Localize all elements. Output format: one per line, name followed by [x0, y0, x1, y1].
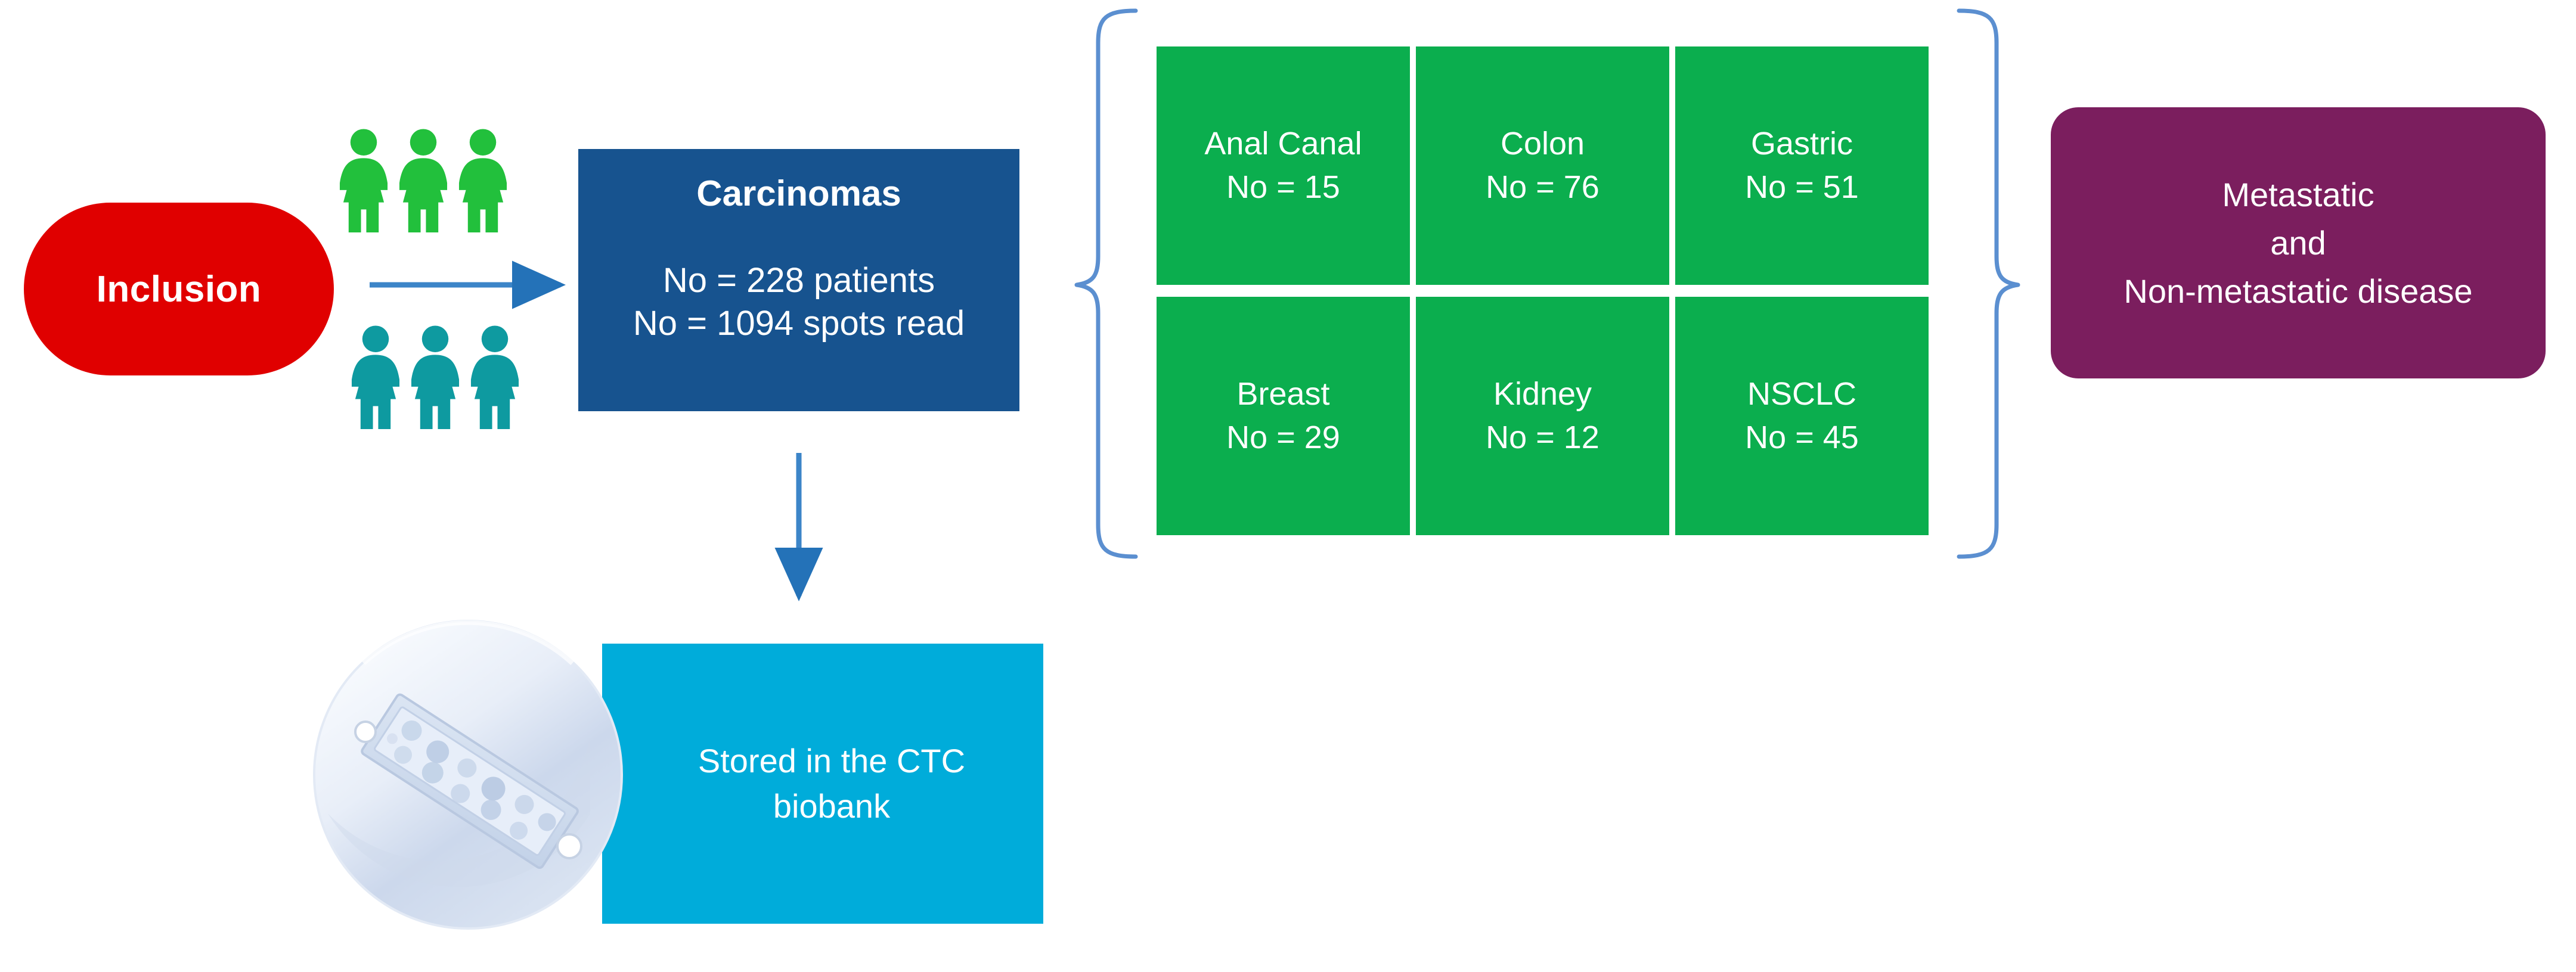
metastatic-line-2: and — [2270, 223, 2326, 262]
tumor-count: No = 12 — [1486, 420, 1599, 455]
people-group-teal — [349, 325, 522, 429]
person-icon — [470, 325, 519, 429]
carcinomas-node[interactable]: Carcinomas No = 228 patients No = 1094 s… — [578, 149, 1019, 411]
tumor-box-gastric[interactable]: Gastric No = 51 — [1675, 46, 1929, 285]
person-icon — [458, 129, 507, 232]
tumor-count: No = 51 — [1745, 169, 1859, 205]
tumor-count: No = 45 — [1745, 420, 1859, 455]
biobank-node[interactable]: Stored in the CTC biobank — [602, 644, 1043, 924]
person-icon — [339, 129, 388, 232]
tumor-box-anal-canal[interactable]: Anal Canal No = 15 — [1157, 46, 1410, 285]
tumor-name: Gastric — [1750, 126, 1853, 162]
biobank-line-1: Stored in the CTC — [698, 742, 966, 780]
tumor-name: NSCLC — [1747, 376, 1857, 412]
people-group-green — [337, 128, 510, 232]
tumor-count: No = 29 — [1226, 420, 1340, 455]
metastatic-line-1: Metastatic — [2222, 175, 2374, 213]
tumor-count: No = 15 — [1226, 169, 1340, 205]
person-icon — [351, 325, 400, 429]
filtration-disc-icon — [313, 620, 623, 930]
tumor-name: Anal Canal — [1204, 126, 1362, 162]
tumor-box-colon[interactable]: Colon No = 76 — [1416, 46, 1669, 285]
tumor-box-kidney[interactable]: Kidney No = 12 — [1416, 297, 1669, 535]
inclusion-label: Inclusion — [96, 268, 262, 310]
inclusion-node[interactable]: Inclusion — [24, 203, 334, 375]
right-brace — [1957, 8, 2020, 559]
person-icon — [411, 325, 460, 429]
carcinomas-title: Carcinomas — [696, 173, 901, 213]
tumor-name: Breast — [1236, 376, 1330, 412]
biobank-line-2: biobank — [773, 787, 891, 825]
tumor-count: No = 76 — [1486, 169, 1599, 205]
metastatic-node[interactable]: Metastatic and Non-metastatic disease — [2051, 107, 2546, 378]
left-brace — [1074, 8, 1138, 559]
person-icon — [399, 129, 448, 232]
tumor-name: Colon — [1500, 126, 1585, 162]
tumor-box-nsclc[interactable]: NSCLC No = 45 — [1675, 297, 1929, 535]
carcinomas-spots-count: No = 1094 spots read — [633, 303, 965, 343]
metastatic-line-3: Non-metastatic disease — [2124, 272, 2473, 310]
carcinomas-patients-count: No = 228 patients — [662, 261, 935, 300]
tumor-box-breast[interactable]: Breast No = 29 — [1157, 297, 1410, 535]
tumor-name: Kidney — [1493, 376, 1592, 412]
